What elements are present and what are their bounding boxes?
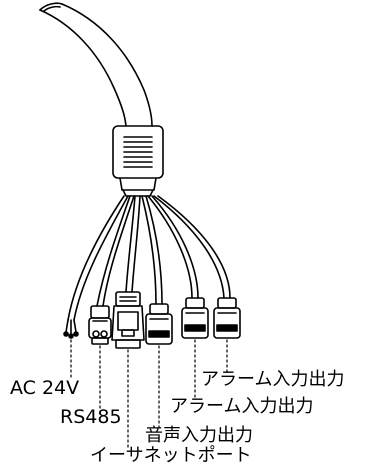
label-ethernet-port: イーサネットポート bbox=[90, 445, 252, 466]
label-ac-24v: AC 24V bbox=[10, 377, 80, 399]
label-alarm-io-2: アラーム入力出力 bbox=[170, 396, 314, 417]
rs485-wire bbox=[88, 195, 135, 345]
label-alarm-io-1: アラーム入力出力 bbox=[201, 369, 345, 390]
alarm-wire-2 bbox=[153, 195, 241, 339]
label-audio-io: 音声入力出力 bbox=[145, 425, 253, 446]
leader-lines bbox=[70, 339, 228, 449]
junction-block bbox=[112, 125, 164, 197]
audio-wire bbox=[141, 195, 173, 345]
alarm-wire-1 bbox=[147, 195, 209, 339]
label-rs485: RS485 bbox=[60, 406, 122, 428]
ac-power-wire bbox=[63, 195, 129, 339]
ethernet-wire bbox=[111, 195, 145, 349]
main-cable bbox=[39, 2, 153, 127]
